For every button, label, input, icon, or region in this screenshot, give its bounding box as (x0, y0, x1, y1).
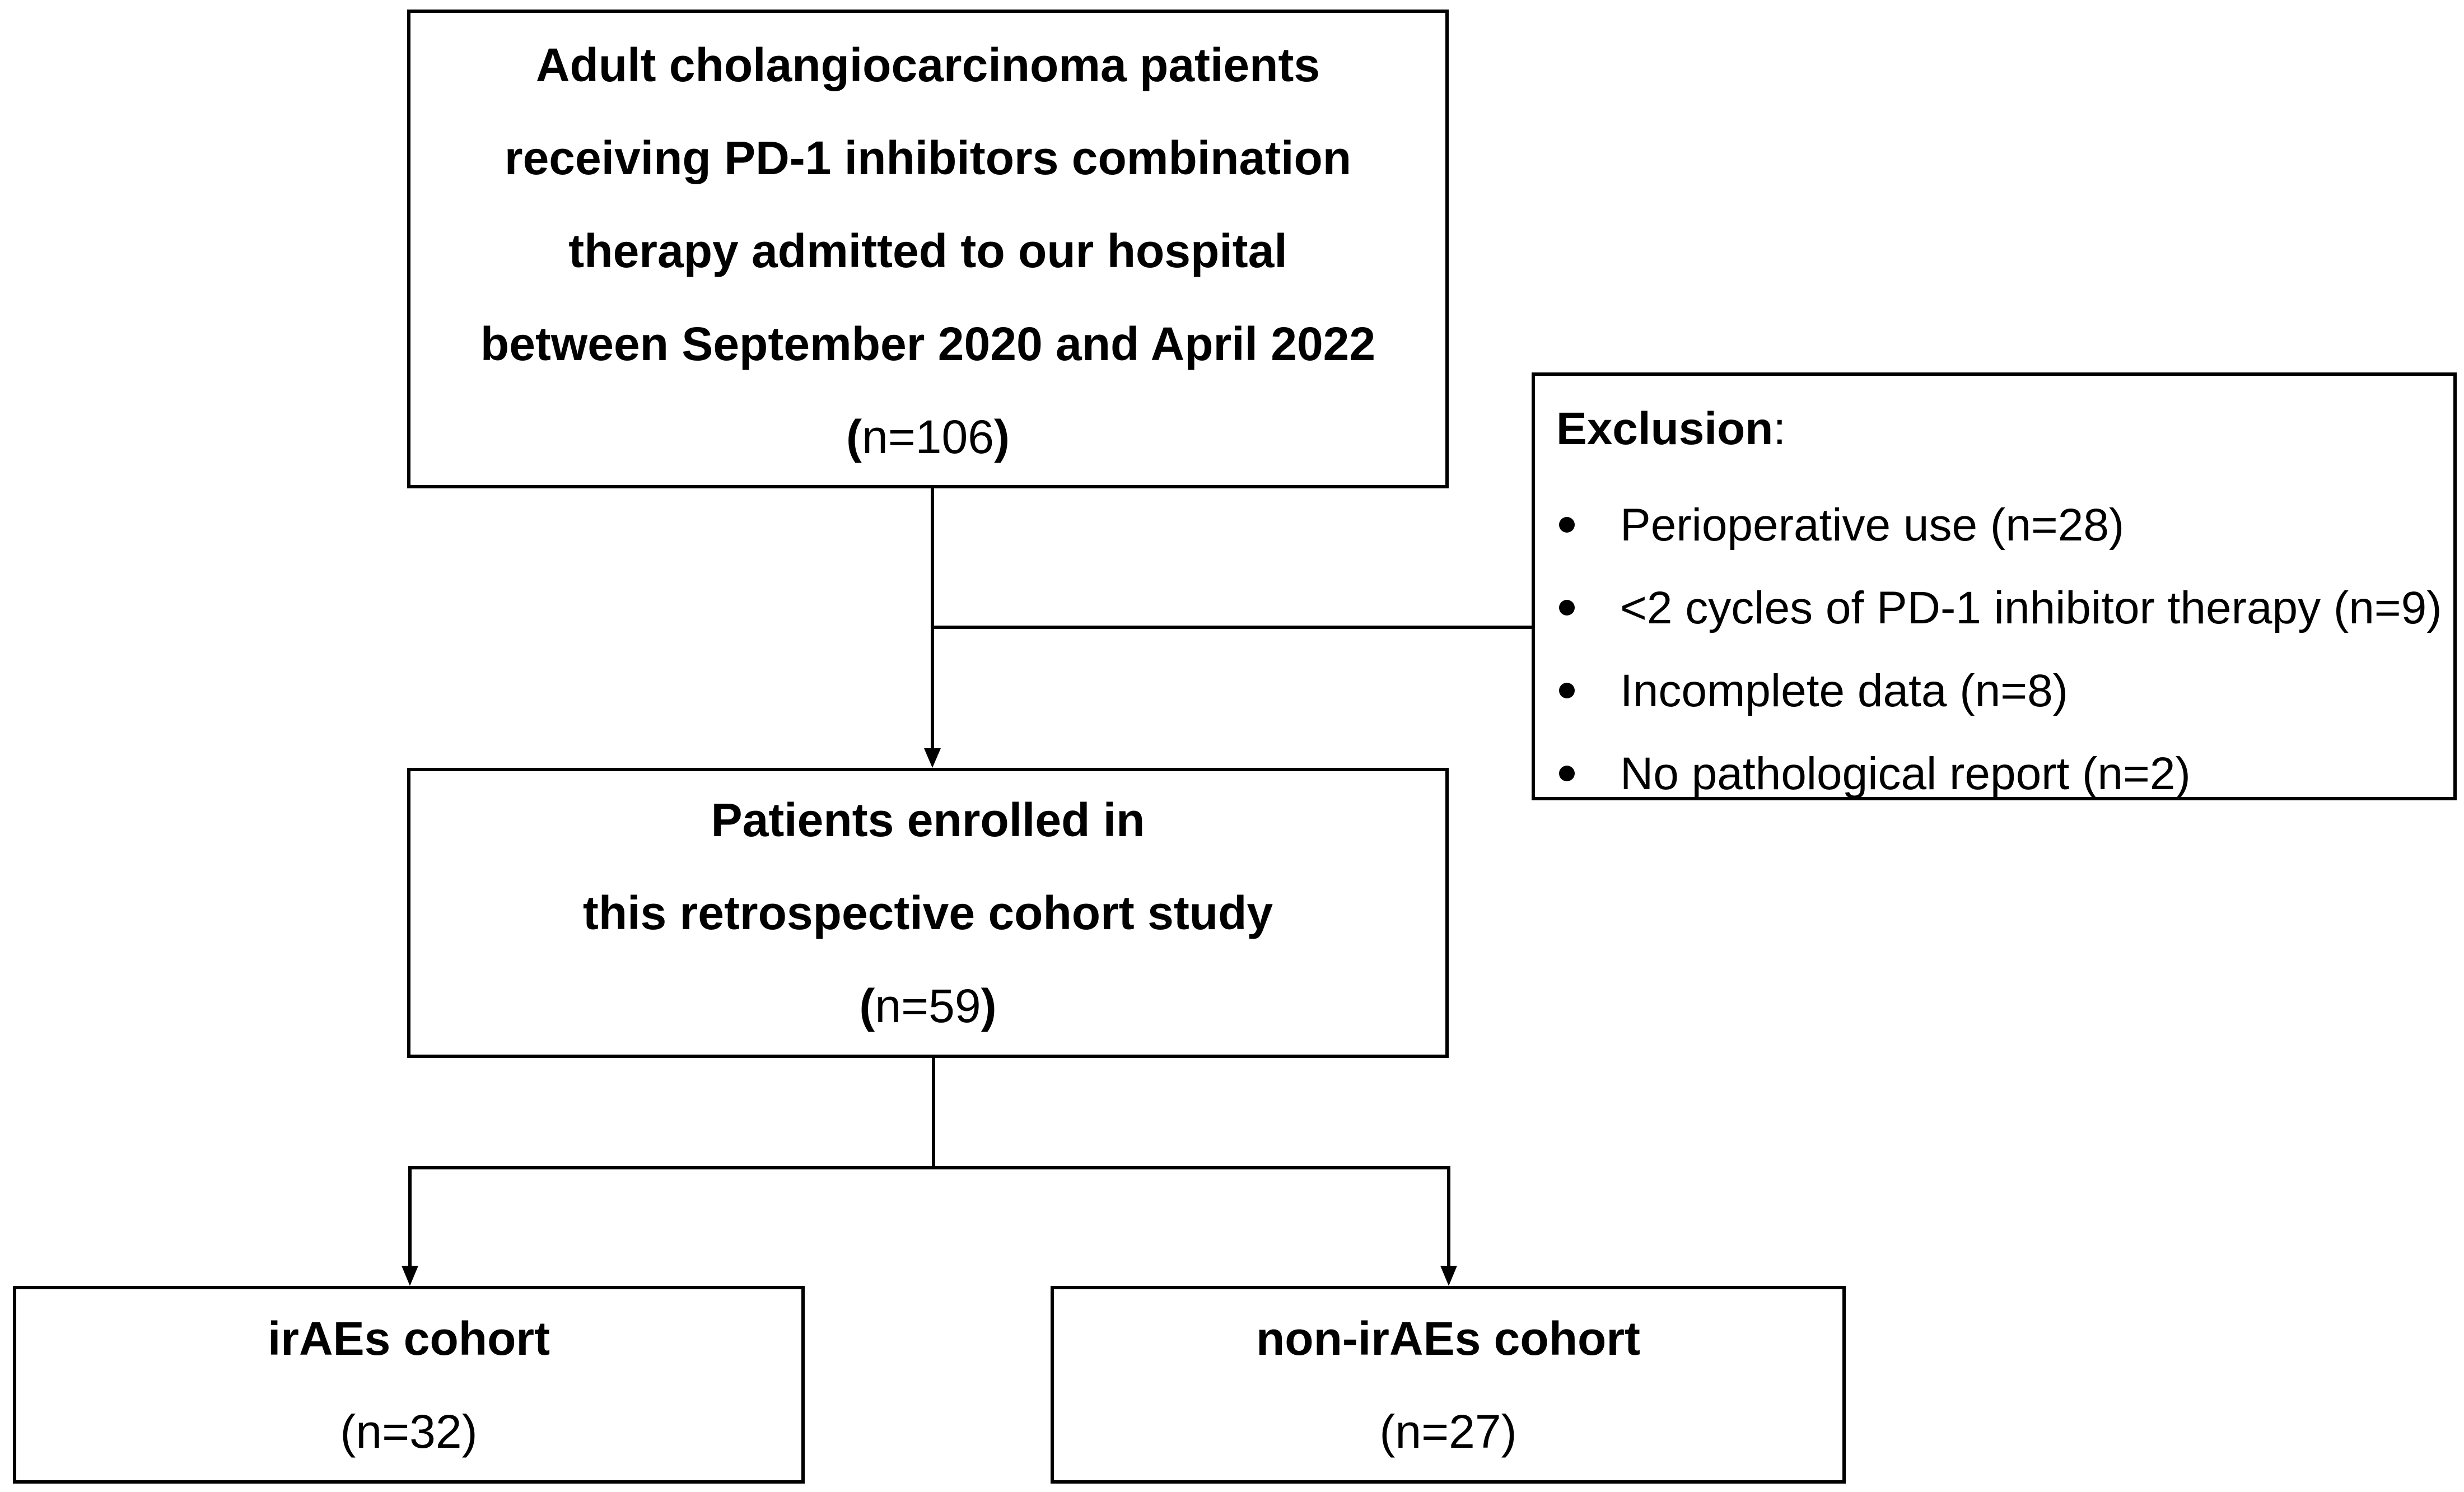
exclusion-item: Incomplete data (n=8) (1556, 650, 2442, 733)
exclusion-item: Perioperative use (n=28) (1556, 484, 2442, 567)
arrowhead-to-non-iraes (1440, 1266, 1457, 1286)
exclusion-item: No pathological report (n=2) (1556, 733, 2442, 815)
iraes-title: irAEs cohort (267, 1312, 550, 1365)
screened-line-2: receiving PD-1 inhibitors combination (504, 131, 1352, 184)
enrolled-line-1: Patients enrolled in (711, 794, 1145, 846)
screened-count-line: (n=106) (846, 390, 1010, 483)
screened-count: n=106 (862, 410, 994, 463)
screened-line-4: between September 2020 and April 2022 (480, 317, 1376, 370)
exclusion-item-text: No pathological report (n=2) (1620, 748, 2191, 799)
screened-population-box: Adult cholangiocarcinoma patients receiv… (407, 10, 1449, 488)
screened-line-1: Adult cholangiocarcinoma patients (535, 38, 1320, 91)
screened-open-paren: ( (846, 410, 862, 463)
non-iraes-title: non-irAEs cohort (1256, 1312, 1640, 1365)
enrolled-box: Patients enrolled in this retrospective … (407, 768, 1449, 1058)
exclusion-title-suffix: : (1773, 403, 1786, 454)
bullet-icon (1559, 683, 1575, 698)
iraes-cohort-box: irAEs cohort (n=32) (13, 1286, 805, 1484)
screened-close-paren: ) (993, 410, 1010, 463)
iraes-count: (n=32) (340, 1405, 478, 1458)
exclusion-item-text: Perioperative use (n=28) (1620, 500, 2125, 551)
arrowhead-to-iraes (402, 1266, 418, 1286)
exclusion-box: Exclusion: Perioperative use (n=28) <2 c… (1532, 372, 2457, 800)
exclusion-title: Exclusion (1556, 403, 1774, 454)
bullet-icon (1559, 766, 1575, 781)
enrolled-line-2: this retrospective cohort study (582, 887, 1273, 939)
exclusion-item: <2 cycles of PD-1 inhibitor therapy (n=9… (1556, 567, 2442, 650)
non-iraes-count: (n=27) (1379, 1405, 1517, 1458)
exclusion-list: Perioperative use (n=28) <2 cycles of PD… (1556, 484, 2442, 815)
enrolled-open-paren: ( (859, 980, 875, 1032)
enrolled-count: n=59 (875, 980, 981, 1032)
enrolled-close-paren: ) (981, 980, 997, 1032)
exclusion-item-text: <2 cycles of PD-1 inhibitor therapy (n=9… (1620, 582, 2442, 633)
bullet-icon (1559, 600, 1575, 616)
screened-line-3: therapy admitted to our hospital (568, 224, 1287, 277)
arrowhead-to-enrolled (924, 748, 941, 768)
exclusion-title-line: Exclusion: (1556, 401, 1786, 457)
bullet-icon (1559, 517, 1575, 533)
exclusion-item-text: Incomplete data (n=8) (1620, 665, 2068, 716)
enrolled-count-line: (n=59) (859, 959, 996, 1052)
non-iraes-cohort-box: non-irAEs cohort (n=27) (1051, 1286, 1846, 1484)
